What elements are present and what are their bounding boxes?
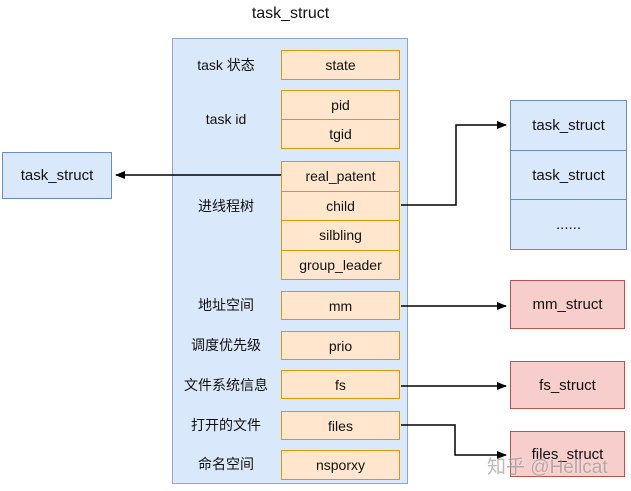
field-cell-prio: prio	[328, 337, 353, 354]
row-label-address-space: 地址空间	[198, 297, 254, 313]
field-cell-nsporxy: nsporxy	[315, 457, 366, 473]
arrow-child-to-right-task-struct-list-icon	[401, 121, 507, 206]
field-fs: fs	[281, 370, 400, 399]
field-cell-tgid: tgid	[282, 119, 399, 148]
field-cell-fs: fs	[335, 376, 346, 393]
row-label-process-tree: 进线程树	[198, 198, 254, 214]
files-struct-node: files_struct	[510, 431, 625, 477]
left-task-struct-node: task_struct	[2, 152, 112, 199]
field-cell-pid: pid	[331, 97, 350, 113]
field-prio: prio	[281, 331, 400, 360]
field-mm: mm	[281, 291, 400, 320]
field-cell-files: files	[328, 417, 353, 434]
row-label-sched-priority: 调度优先级	[191, 337, 261, 353]
row-label-task-state: task 状态	[197, 57, 255, 73]
right-list-cell-2: task_struct	[511, 149, 626, 200]
field-cell-state: state	[325, 57, 356, 73]
field-cell-mm: mm	[328, 297, 353, 314]
field-cell-real-patent: real_patent	[305, 168, 376, 185]
field-cell-silbling: silbling	[282, 220, 399, 250]
right-list-cell-ellipsis: ......	[511, 199, 626, 249]
field-group-task-id: pid tgid	[281, 90, 400, 149]
arrow-files-to-files-struct-icon	[401, 424, 507, 459]
zhihu-watermark: 知乎 @Hellcat	[487, 457, 608, 478]
field-cell-child: child	[282, 190, 399, 221]
field-nsporxy: nsporxy	[281, 450, 400, 480]
row-label-namespace: 命名空间	[198, 456, 254, 472]
right-list-cell-1: task_struct	[532, 116, 605, 134]
field-files: files	[281, 411, 400, 440]
right-task-struct-list: task_struct task_struct ......	[510, 100, 627, 250]
row-label-fs-info: 文件系统信息	[184, 377, 268, 393]
field-state: state	[281, 50, 400, 80]
mm-struct-node: mm_struct	[510, 280, 625, 329]
row-label-task-id: task id	[205, 111, 247, 127]
field-cell-group-leader: group_leader	[282, 249, 399, 280]
field-group-process-tree: real_patent child silbling group_leader	[281, 161, 400, 280]
fs-struct-node: fs_struct	[510, 361, 625, 409]
diagram-title: task_struct	[251, 5, 330, 22]
row-label-open-files: 打开的文件	[191, 417, 261, 433]
